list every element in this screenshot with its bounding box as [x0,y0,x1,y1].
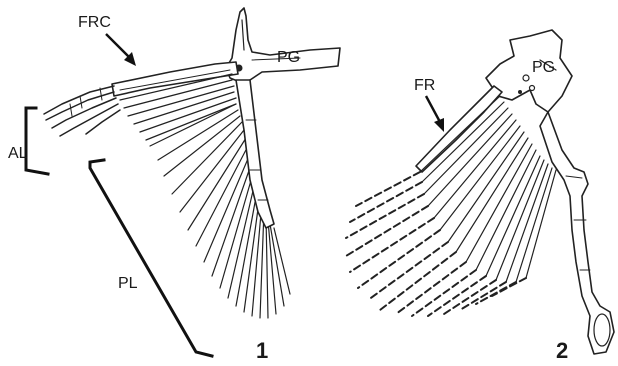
label-pl: PL [118,275,138,292]
label-fr: FR [414,77,435,94]
panel-2: FR PG 2 [346,30,614,363]
label-pg-2: PG [532,59,555,76]
panel-1: FRC PG AL PL 1 [8,8,340,363]
pectoral-girdle-1 [226,8,340,82]
leading-ray-1 [112,62,238,96]
panel-number-1: 1 [256,338,268,363]
fr-arrow [426,96,444,132]
al-bracket [26,108,48,174]
anterior-lobe-rays-1 [44,86,120,136]
pectoral-girdle-2 [486,30,572,112]
metapterygium-2 [540,112,614,354]
metapterygium-1 [236,80,274,228]
frc-arrow [106,34,136,66]
pl-bracket [90,160,212,356]
panel-number-2: 2 [556,338,568,363]
label-al: AL [8,145,28,162]
label-frc: FRC [78,14,111,31]
segmented-rays-2 [346,172,526,316]
label-pg-1: PG [277,49,300,66]
